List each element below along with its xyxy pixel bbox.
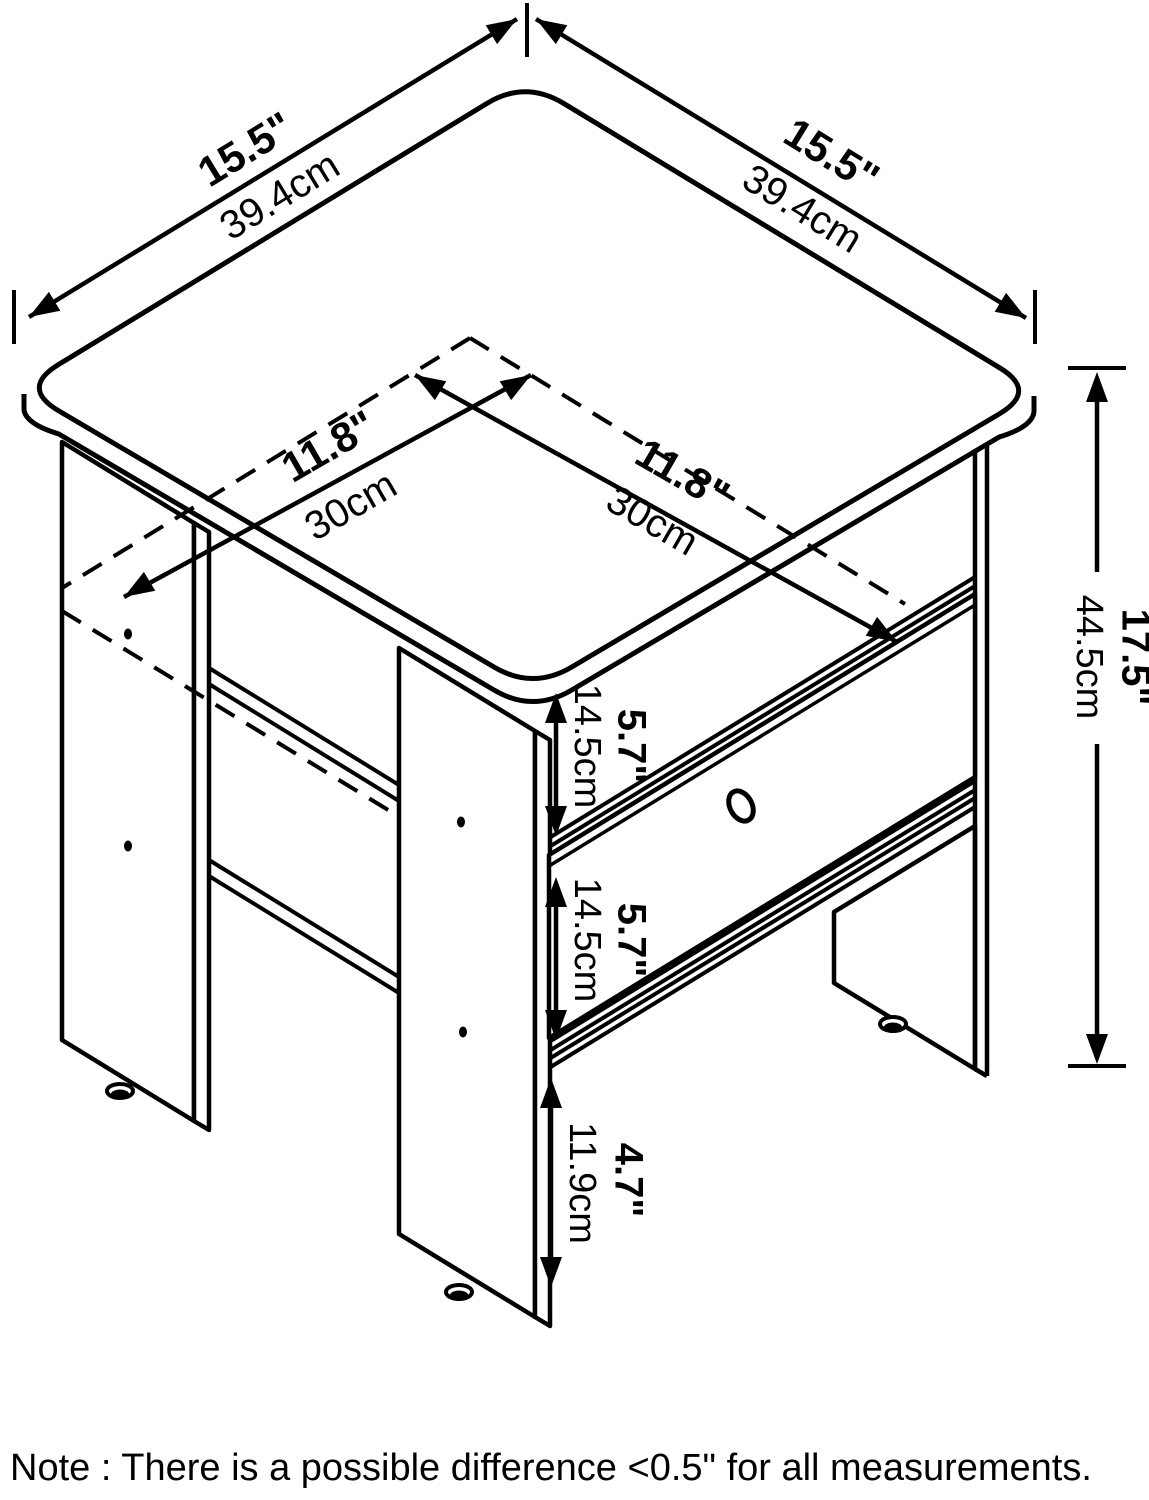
screw-2 (124, 840, 132, 852)
lower-rail-top-edge (207, 858, 401, 979)
lower-shelf-line-2 (547, 788, 977, 1053)
end-table-drawing (21, 89, 1037, 1329)
center-panel-face (396, 645, 538, 1320)
arrow-down-icon (545, 806, 567, 836)
left-panel-face (59, 439, 197, 1124)
arrow-down-left-icon (124, 571, 156, 597)
hidden-edge-lower (60, 609, 400, 818)
dim-label-inches: 4.7" (606, 1143, 650, 1218)
tabletop-thickness-edge (21, 394, 1037, 705)
arrow-down-icon (1086, 1034, 1108, 1064)
lower-rail-bottom-edge (207, 874, 401, 995)
tabletop-surface (37, 89, 1021, 682)
center-panel-foot (444, 1283, 474, 1301)
arrow-down-icon (540, 1257, 562, 1287)
arrow-up-icon (545, 877, 567, 907)
feet (105, 1015, 908, 1301)
dim-line (534, 17, 1028, 320)
note-text: Note : There is a possible difference <0… (10, 1447, 1092, 1489)
dim-line (122, 373, 533, 599)
arrow-up-icon (540, 1078, 562, 1108)
dim-line (413, 373, 899, 644)
dim-bottom-bay: 4.7" 11.9cm (540, 1078, 650, 1287)
left-panel-foot (105, 1082, 135, 1100)
drawer (546, 591, 978, 1041)
dim-label-cm: 14.5cm (566, 684, 608, 809)
cam-screws (124, 628, 467, 1038)
upper-shelf (547, 575, 977, 849)
arrow-up-icon (1086, 372, 1108, 402)
upper-shelf-line-2 (547, 584, 977, 849)
dim-label-inches: 17.5" (1113, 609, 1149, 706)
screw-4 (459, 1026, 467, 1038)
lower-shelf-line-1 (547, 779, 977, 1044)
lower-shelf (547, 779, 977, 1070)
hidden-edges (60, 336, 907, 818)
center-panel-thickness (532, 728, 553, 1329)
hidden-edge-right (468, 336, 907, 606)
dim-overall-height: 17.5" 44.5cm (1068, 366, 1149, 1068)
right-panel-bottom-join (973, 1067, 989, 1078)
drawer-handle-hole (726, 788, 756, 824)
drawer-top-bevel (548, 603, 976, 868)
screw-3 (457, 816, 465, 828)
upper-shelf-line-1 (547, 575, 977, 840)
left-side-panel (59, 439, 212, 1133)
dim-label-inches: 5.7" (609, 709, 653, 784)
dim-line (27, 17, 519, 319)
upper-rail-top-edge (207, 666, 401, 787)
left-panel-thickness (191, 520, 212, 1133)
arrow-up-right-icon (499, 375, 531, 401)
center-panel (396, 645, 553, 1329)
drawer-front (546, 591, 978, 1041)
arrow-up-left-icon (536, 19, 568, 45)
dim-label-cm: 44.5cm (1068, 595, 1110, 720)
arrow-down-right-icon (994, 292, 1026, 318)
dim-upper-bay: 5.7" 14.5cm (545, 684, 653, 836)
arrow-down-icon (545, 1010, 567, 1040)
arrow-up-right-icon (485, 19, 517, 45)
right-panel-foot (878, 1015, 908, 1033)
arrow-up-left-icon (415, 375, 447, 401)
hidden-edge-left (60, 336, 472, 590)
dim-label-cm: 11.9cm (561, 1122, 603, 1244)
arrow-down-left-icon (29, 291, 61, 317)
tabletop (21, 89, 1037, 705)
upper-rail-bottom-edge (207, 682, 401, 803)
dim-label-cm: 14.5cm (566, 878, 608, 1003)
dim-drawer-bay: 5.7" 14.5cm (545, 877, 653, 1040)
lower-shelf-line-4 (547, 805, 977, 1070)
lower-shelf-line-3 (547, 796, 977, 1061)
dim-label-inches: 5.7" (609, 903, 653, 978)
screw-1 (124, 628, 132, 640)
side-rails (207, 666, 401, 995)
arrow-up-icon (545, 693, 567, 723)
arrow-down-right-icon (865, 616, 897, 642)
